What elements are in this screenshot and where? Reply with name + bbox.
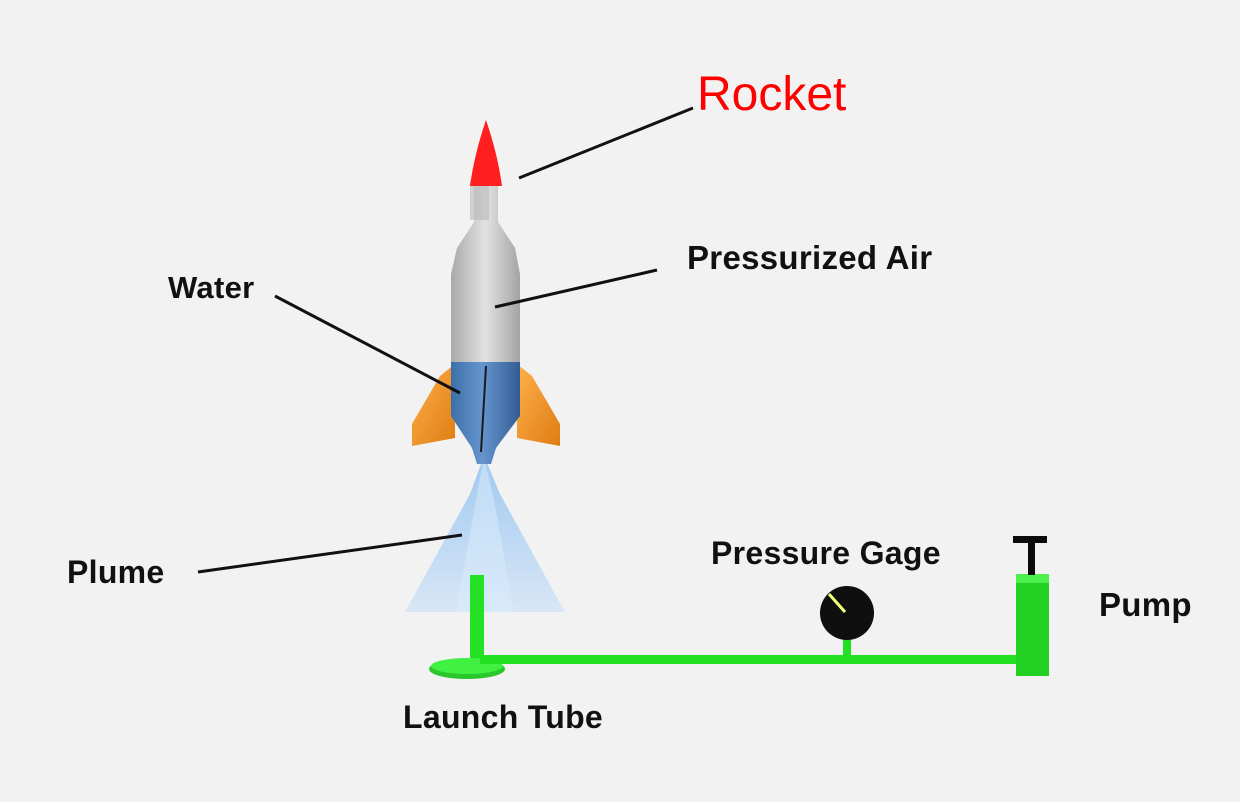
air-line (480, 655, 1016, 664)
rocket-leader-line (518, 106, 694, 180)
water-centerline (480, 365, 487, 453)
gauge-stem (843, 636, 851, 662)
pressure-gage-dial (820, 586, 874, 640)
pressure-gage-label: Pressure Gage (711, 535, 941, 571)
pressurized-air-label: Pressurized Air (687, 239, 933, 276)
launch-tube-label: Launch Tube (403, 699, 604, 735)
water-section (451, 362, 520, 464)
rocket-neck (470, 181, 489, 220)
rocket-upper-body (451, 182, 520, 362)
plume-leader-line (197, 533, 463, 574)
pump-label: Pump (1099, 586, 1192, 623)
rocket-left-fin (412, 364, 455, 446)
water-leader-line (274, 294, 461, 395)
pump-rod (1028, 540, 1035, 575)
launch-tube (470, 575, 484, 666)
pressurized-air-leader-line (494, 268, 658, 309)
pressure-gage-needle (827, 593, 847, 613)
rocket-right-fin (517, 364, 560, 446)
pump-body (1016, 574, 1049, 676)
plume-highlight (456, 456, 514, 612)
pump-top (1016, 574, 1049, 583)
pump-handle (1013, 536, 1047, 543)
water-label: Water (168, 270, 255, 305)
plume-label: Plume (67, 554, 165, 590)
rocket-label: Rocket (697, 68, 847, 121)
rocket-nose-cone (470, 120, 502, 186)
